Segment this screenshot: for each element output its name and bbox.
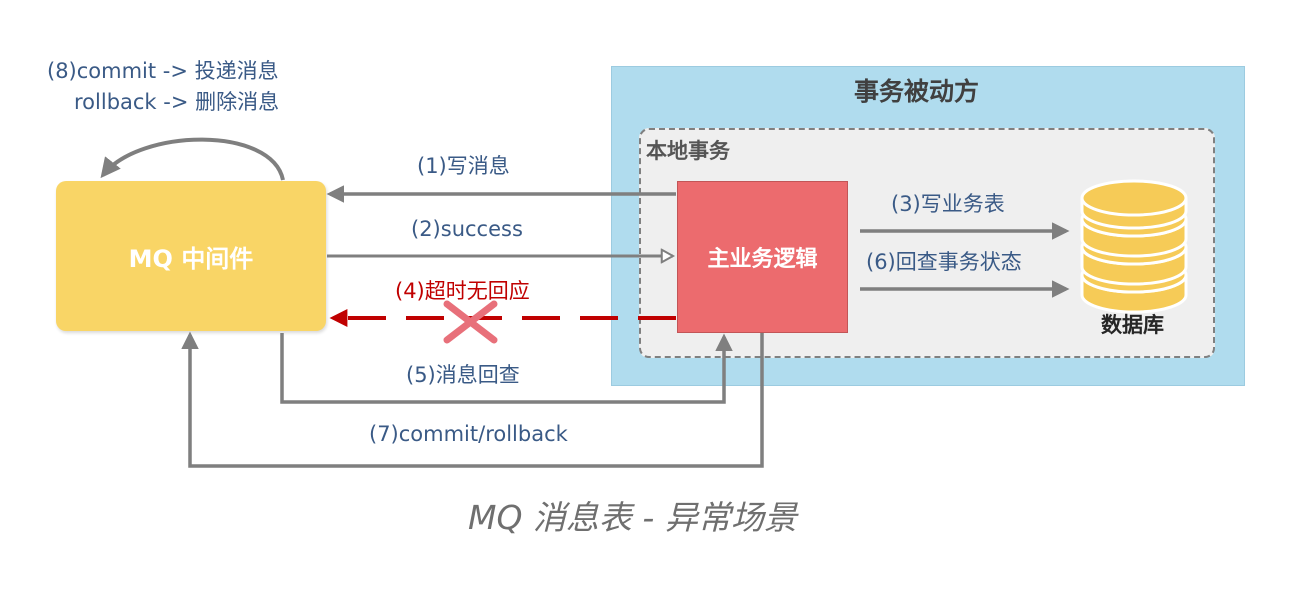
note-rollback: rollback -> 删除消息: [74, 90, 280, 114]
step-1-label: (1)写消息: [417, 154, 510, 178]
local-transaction-title: 本地事务: [646, 139, 730, 163]
step-6-label: (6)回查事务状态: [866, 250, 1022, 274]
step-3-label: (3)写业务表: [891, 192, 1005, 216]
timeout-cross-icon: [443, 300, 498, 344]
database-label: 数据库: [1101, 313, 1164, 337]
diagram-caption: MQ 消息表 - 异常场景: [468, 498, 797, 537]
database-icon: [1080, 179, 1188, 314]
passive-party-title: 事务被动方: [854, 77, 980, 106]
main-logic-label: 主业务逻辑: [707, 247, 818, 272]
step-7-label: (7)commit/rollback: [369, 422, 568, 446]
main-logic-box: 主业务逻辑: [677, 181, 848, 333]
message-checkback-arrow: [280, 333, 733, 404]
step-5-label: (5)消息回查: [406, 363, 520, 387]
step-4-label: (4)超时无回应: [395, 279, 530, 303]
note-commit: (8)commit -> 投递消息: [47, 59, 279, 83]
mq-middleware-box: MQ 中间件: [56, 181, 326, 331]
mq-middleware-label: MQ 中间件: [128, 244, 254, 273]
commit-loop-arrow: [100, 137, 285, 181]
step-2-label: (2)success: [411, 217, 523, 241]
commit-rollback-arrow: [181, 331, 764, 468]
